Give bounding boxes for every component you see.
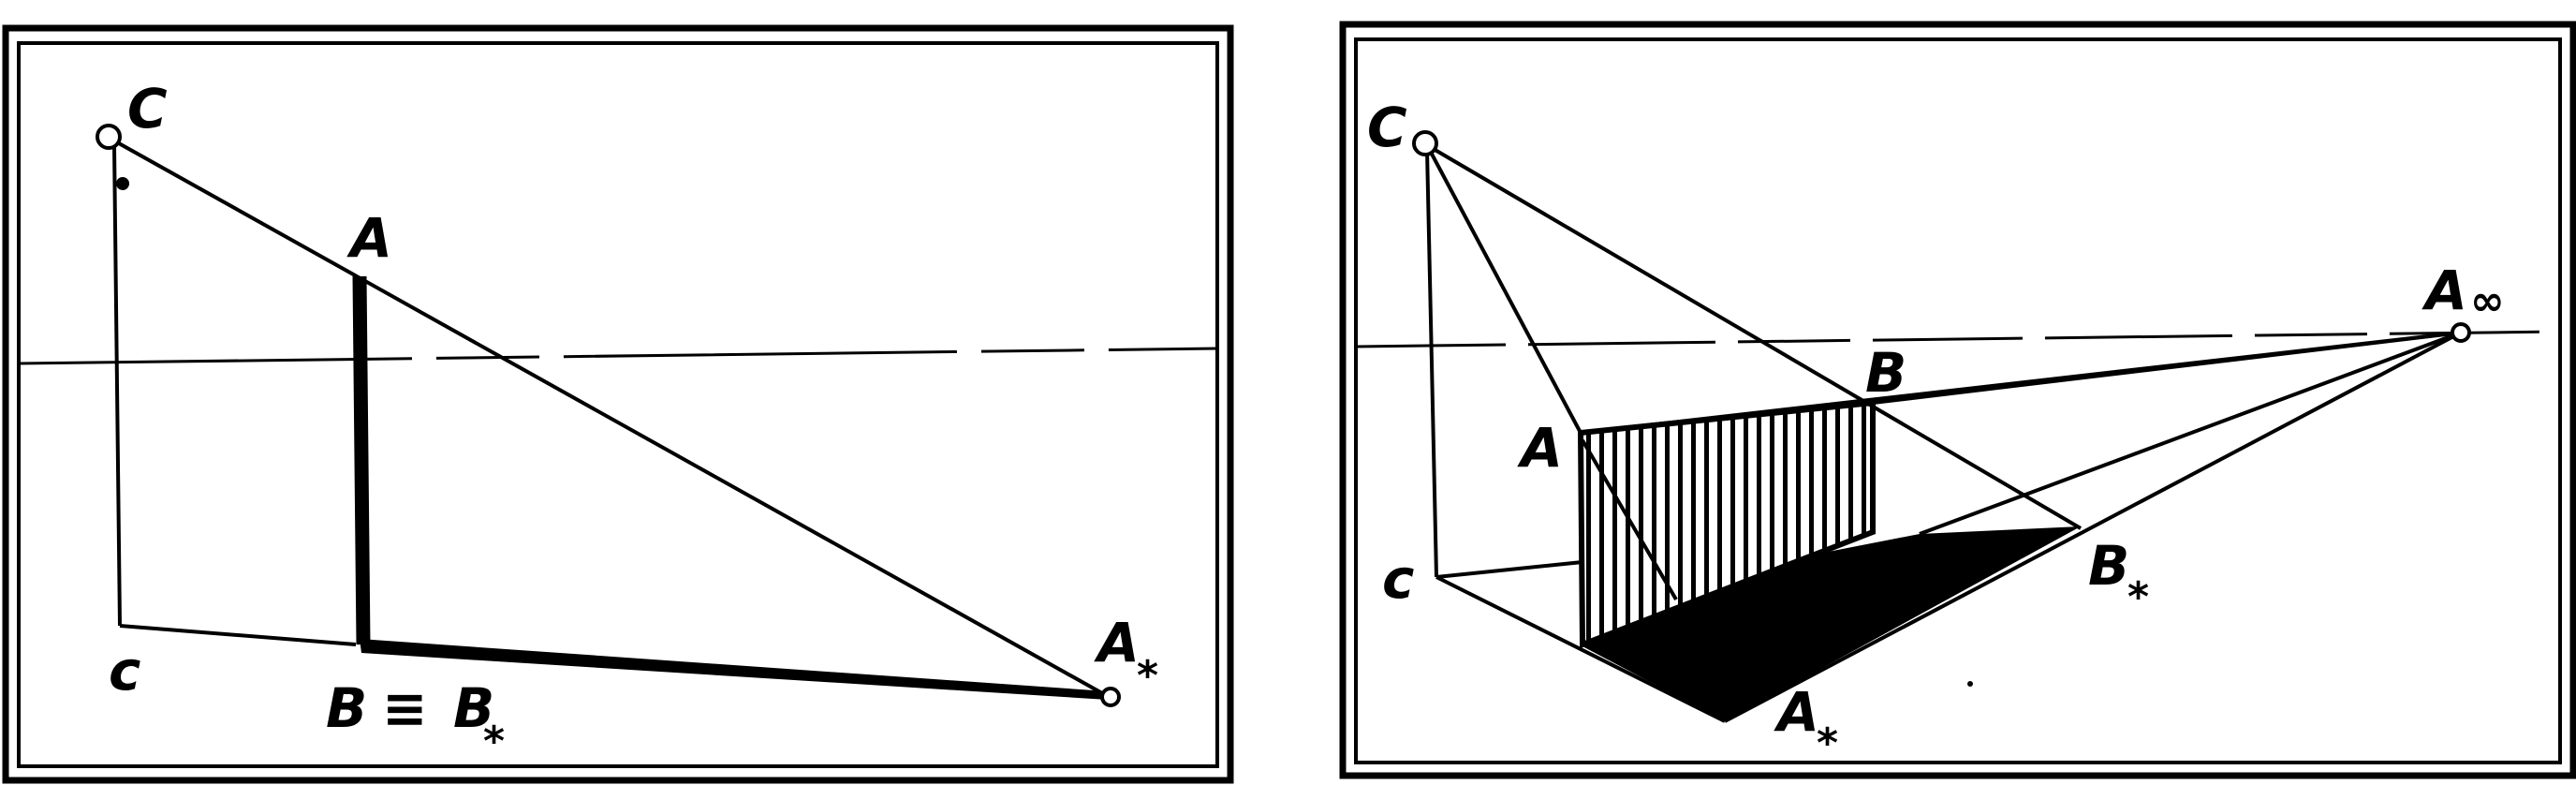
right-label-A-star-sub: *: [1817, 719, 1838, 767]
left-pole-AB: [352, 275, 371, 645]
right-label-C: C: [1367, 96, 1407, 159]
left-point-A-star: [1100, 687, 1121, 707]
left-label-A-star-sub: *: [1137, 652, 1158, 700]
left-horizon-line: [18, 347, 1218, 365]
left-frame-inner: [17, 41, 1219, 768]
right-horizon-line: [1355, 330, 2561, 348]
right-line-shadow-Ainf: [1919, 331, 2462, 536]
right-label-c: c: [1382, 547, 1414, 611]
left-label-B: B: [326, 676, 367, 740]
left-label-A: A: [346, 206, 392, 270]
left-sight-line: [110, 137, 1111, 700]
left-label-c: c: [109, 639, 140, 703]
left-point-C: [96, 124, 122, 150]
right-line-c-A-star: [1435, 575, 1726, 723]
right-label-B-star: B: [2088, 534, 2129, 598]
left-line-cB: [119, 624, 357, 646]
right-line-c-horizon: [1435, 560, 1583, 579]
right-line-wall-diag: [1581, 438, 1678, 601]
left-shadow: [360, 639, 1108, 700]
left-label-B-star-sub: *: [483, 718, 505, 765]
left-frame-outer: [2, 24, 1234, 784]
right-line-CA: [1425, 144, 1582, 434]
left-dot: [116, 177, 129, 190]
left-label-B-star: B: [453, 676, 494, 740]
right-wall: [1577, 399, 1876, 649]
right-point-C: [1412, 130, 1438, 156]
right-vertical-Cc: [1425, 149, 1438, 578]
right-frame-outer: [1339, 21, 2576, 779]
left-label-equiv: ≡: [382, 676, 428, 740]
right-line-CB-star: [1425, 143, 2083, 530]
left-panel: C A c B ≡ B * A *: [2, 24, 1234, 784]
right-panel: C A B c A ∞ B * A *: [1339, 21, 2576, 779]
left-label-C: C: [127, 77, 168, 141]
right-line-B-Ainf: [1872, 331, 2462, 405]
right-point-A-inf: [2451, 322, 2471, 343]
left-label-A-star: A: [1094, 611, 1140, 674]
right-frame-inner: [1354, 37, 2562, 764]
right-label-A-inf-sub: ∞: [2470, 277, 2505, 325]
right-label-A-star: A: [1774, 680, 1819, 744]
right-dot: [1967, 681, 1973, 687]
right-label-B: B: [1865, 341, 1906, 405]
left-vertical-Cc: [112, 144, 122, 627]
right-label-A-inf: A: [2421, 259, 2467, 322]
right-label-B-star-sub: *: [2127, 573, 2149, 621]
right-line-A-star-Ainf: [1724, 331, 2462, 723]
right-label-A: A: [1517, 416, 1563, 480]
right-shadow: [1582, 526, 2081, 721]
